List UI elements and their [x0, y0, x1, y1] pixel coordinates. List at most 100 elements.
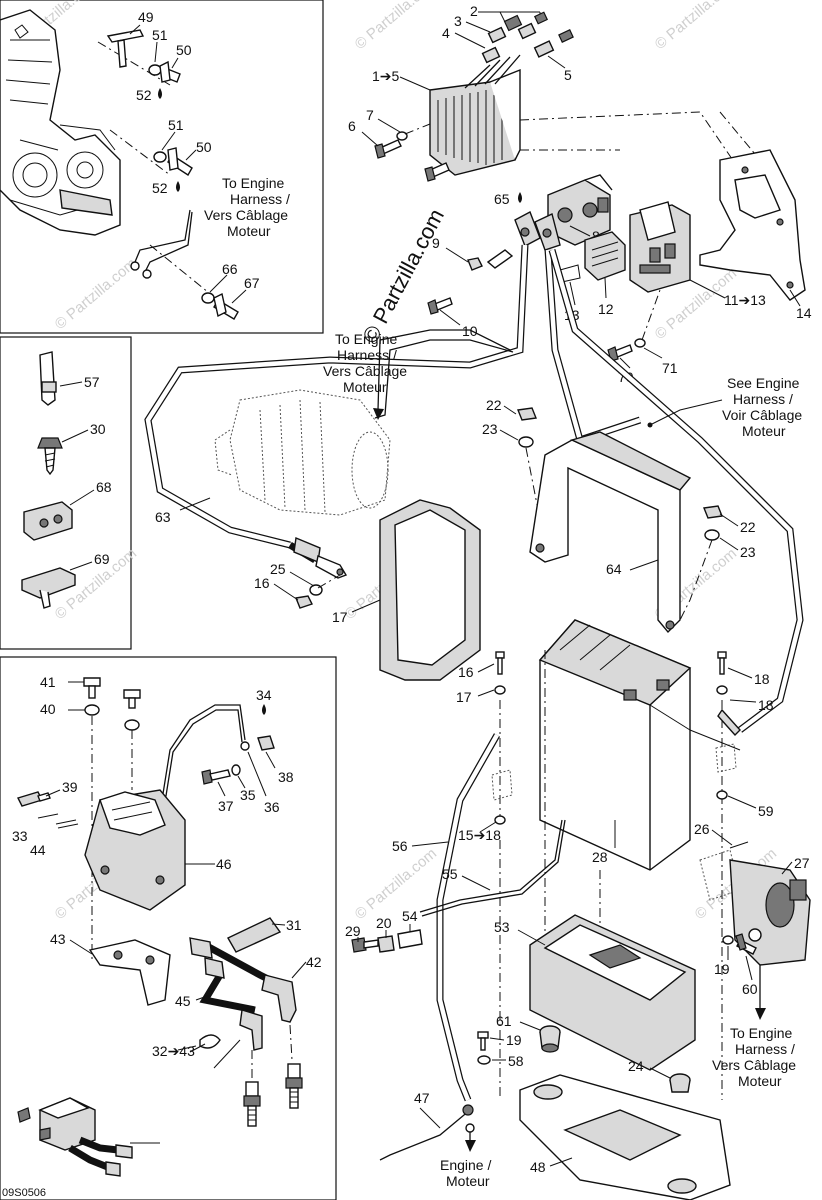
callout-52: 52	[152, 180, 168, 196]
part-30-push-pin	[37, 437, 63, 476]
callout-26: 29	[345, 923, 361, 939]
callout-31: 43	[50, 931, 66, 947]
part-17-washer	[716, 685, 728, 695]
callout-11-13: 11➔13	[724, 292, 766, 308]
callout-64: 25	[270, 561, 286, 577]
part-39-washer	[231, 764, 241, 776]
note-to-engine-harness: To Engine Harness / Vers Câblage Moteur	[204, 175, 290, 239]
part-53-bolt	[735, 933, 757, 955]
callout-10: 10	[462, 323, 478, 339]
svg-text:See Engine: See Engine	[727, 375, 800, 391]
part-14-bracket	[699, 149, 806, 301]
callout-51: 51	[168, 117, 184, 133]
callout-17: 18	[758, 697, 774, 713]
callout-3: 3	[454, 13, 462, 29]
inset-frame-fasteners	[0, 336, 132, 650]
callout-37: 36	[264, 799, 280, 815]
callout-28: 55	[442, 866, 458, 882]
part-57-cable-tie	[39, 351, 57, 406]
part-69-clip	[21, 567, 76, 609]
starter-cable-boot	[293, 537, 348, 579]
callout-12: 12	[598, 301, 614, 317]
inset-frame-engine	[0, 0, 324, 334]
svg-text:Moteur: Moteur	[742, 423, 786, 439]
svg-text:To Engine: To Engine	[730, 1025, 792, 1041]
part-66-washer	[201, 292, 215, 304]
part-21-hold-down-strap	[529, 431, 692, 634]
callout-33: 46	[216, 856, 232, 872]
part-10-bolt	[427, 297, 453, 315]
part-68-clip	[23, 501, 73, 541]
callout-61: 58	[508, 1053, 524, 1069]
part-32-ignition-coil-assembly	[17, 1097, 133, 1177]
svg-text:Vers Câblage: Vers Câblage	[323, 363, 407, 379]
part-26-bolt	[351, 937, 379, 953]
callout-25: 17	[332, 609, 348, 625]
part-43-clamp	[189, 1034, 221, 1053]
callout-16: 18	[754, 671, 770, 687]
part-67-bolt	[213, 292, 239, 320]
callout-53: 60	[742, 981, 758, 997]
part-23-washer	[704, 529, 720, 541]
callout-34: 39	[62, 779, 78, 795]
callout-39: 35	[240, 787, 256, 803]
callout-15-18: 28	[592, 849, 608, 865]
callout-35: 33	[12, 828, 28, 844]
callout-54: 19	[714, 961, 730, 977]
callout-2: 2	[470, 3, 478, 19]
callout-65: 65	[494, 191, 510, 207]
part-34-connector	[17, 791, 51, 807]
part-25-battery-cover	[379, 499, 481, 681]
callout-7: 7	[366, 107, 374, 123]
drop-icon	[176, 181, 180, 192]
part-55-sensor	[699, 849, 811, 966]
callout-58: 47	[414, 1090, 430, 1106]
part-35-terminal	[37, 813, 59, 819]
callout-67: 67	[244, 275, 260, 291]
part-9-washer	[486, 249, 514, 269]
callout-29: 54	[402, 908, 418, 924]
watermark: © Partzilla.com	[652, 0, 740, 53]
note-engine: Engine / Moteur	[440, 1157, 491, 1189]
callout-66: 66	[222, 261, 238, 277]
svg-text:Harness /: Harness /	[735, 1041, 795, 1057]
watermark: © Partzilla.com	[52, 255, 140, 333]
part-51-washer	[153, 151, 167, 163]
part-71-washer	[634, 338, 646, 348]
part-19-grommet	[669, 1073, 691, 1093]
part-46-spark-plug-caps	[239, 974, 297, 1051]
svg-text:Harness /: Harness /	[230, 191, 290, 207]
part-17-washer	[494, 685, 506, 695]
part-18-nut	[494, 815, 506, 825]
watermark-main: © Partzilla.com	[357, 205, 449, 348]
callout-38: 37	[218, 798, 234, 814]
callout-17: 17	[456, 689, 472, 705]
centerline	[97, 41, 231, 311]
callout-20: 53	[494, 919, 510, 935]
svg-text:Moteur: Moteur	[738, 1073, 782, 1089]
svg-text:Moteur: Moteur	[227, 223, 271, 239]
svg-text:Moteur: Moteur	[446, 1173, 490, 1189]
callout-44: 31	[286, 917, 302, 933]
callout-30: 30	[90, 421, 106, 437]
part-18-nut	[716, 790, 728, 800]
part-54-washer	[722, 935, 734, 945]
svg-text:Harness /: Harness /	[337, 347, 397, 363]
svg-text:Moteur: Moteur	[343, 379, 387, 395]
part-20-battery-tray	[529, 914, 696, 1071]
part-28-wire	[419, 819, 563, 913]
note-to-engine-harness: To Engine Harness / Vers Câblage Moteur	[712, 1025, 796, 1089]
callout-23: 23	[482, 421, 498, 437]
callout-41: 34	[256, 687, 272, 703]
part-9-nut	[467, 257, 483, 271]
callout-36: 44	[30, 842, 46, 858]
callout-50: 50	[176, 42, 192, 58]
drop-icon	[158, 88, 162, 99]
part-23-washer	[518, 436, 534, 448]
part-27-fuse	[377, 935, 395, 953]
callout-62: 63	[155, 509, 171, 525]
part-11-fuse-box	[629, 201, 691, 293]
svg-text:Harness /: Harness /	[733, 391, 793, 407]
starter-motor	[214, 389, 391, 516]
